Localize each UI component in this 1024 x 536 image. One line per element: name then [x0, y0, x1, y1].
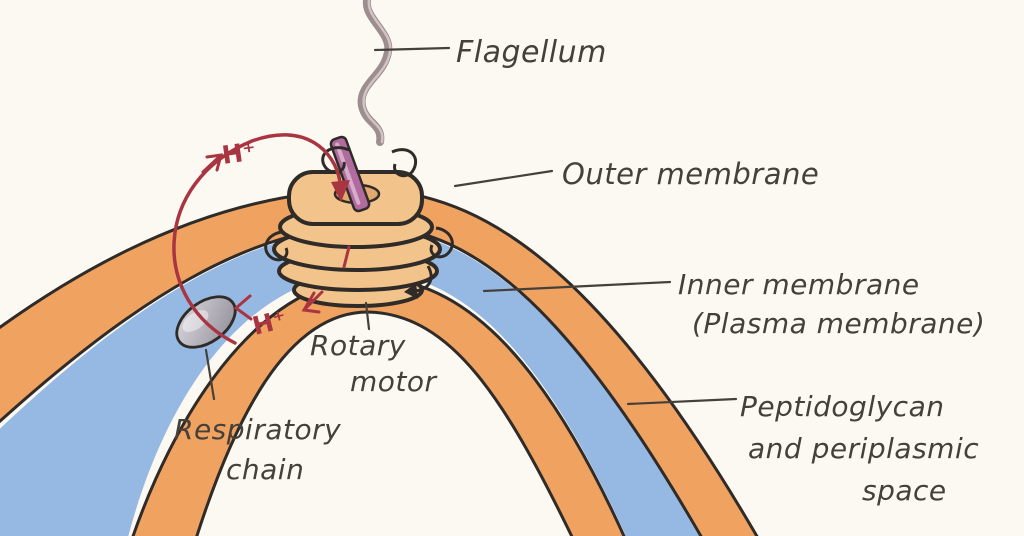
respiratory-chain-pointer	[204, 348, 216, 401]
peptidoglycan-label-1: Peptidoglycan	[740, 390, 944, 423]
rotary-motor-pointer	[364, 301, 371, 331]
proton-path-arrow	[172, 133, 342, 345]
proton-arrow-icon	[201, 153, 224, 174]
sketch-curl-icon	[429, 226, 454, 259]
inner-membrane-label-alt: (Plasma membrane)	[692, 307, 985, 340]
sketch-curl-icon	[264, 230, 289, 262]
rotary-motor-label-2: motor	[350, 365, 438, 398]
labels: Flagellum Outer membrane Inner membrane …	[174, 35, 985, 507]
proton-arrow-icon	[233, 294, 253, 321]
proton-arrow-head-icon	[331, 180, 350, 202]
hook-curl-icon	[391, 148, 418, 178]
rod	[329, 135, 371, 213]
hook-curl-icon	[321, 146, 350, 174]
outer-membrane-band	[0, 188, 759, 536]
proton-flow-annotation: H⁺ H⁺	[172, 133, 351, 345]
flagellar-rod	[321, 135, 418, 213]
inner-membrane-pointer	[482, 280, 672, 293]
inner-membrane-band	[131, 276, 626, 536]
cell-envelope	[0, 188, 759, 536]
proton-label-top: H⁺	[220, 137, 258, 170]
outer-membrane-label: Outer membrane	[562, 157, 819, 191]
rod-highlight	[335, 142, 361, 205]
rotation-arrow-head-icon	[404, 283, 418, 299]
peptidoglycan-pointer	[626, 397, 738, 406]
inner-membrane-label: Inner membrane	[678, 268, 920, 301]
flagellum-label: Flagellum	[456, 35, 607, 70]
respiratory-chain-label-2: chain	[226, 453, 304, 486]
periplasm-band	[0, 228, 699, 536]
respiratory-chain-highlight	[182, 310, 209, 332]
pointer-lines	[204, 46, 738, 406]
peptidoglycan-label-3: space	[862, 474, 947, 507]
flagellum-highlight	[362, 0, 392, 144]
respiratory-chain-label-1: Respiratory	[174, 413, 341, 446]
proton-arrow-icon	[301, 290, 324, 314]
flagellum-filament	[357, 0, 393, 146]
flagellum-drawing	[357, 0, 393, 146]
flagellum-pointer	[373, 46, 451, 52]
peptidoglycan-label-2: and periplasmic	[748, 432, 979, 465]
outer-membrane-pointer	[453, 169, 554, 188]
rotary-motor-label-1: Rotary	[310, 329, 406, 362]
proton-channel-tick	[342, 245, 351, 269]
